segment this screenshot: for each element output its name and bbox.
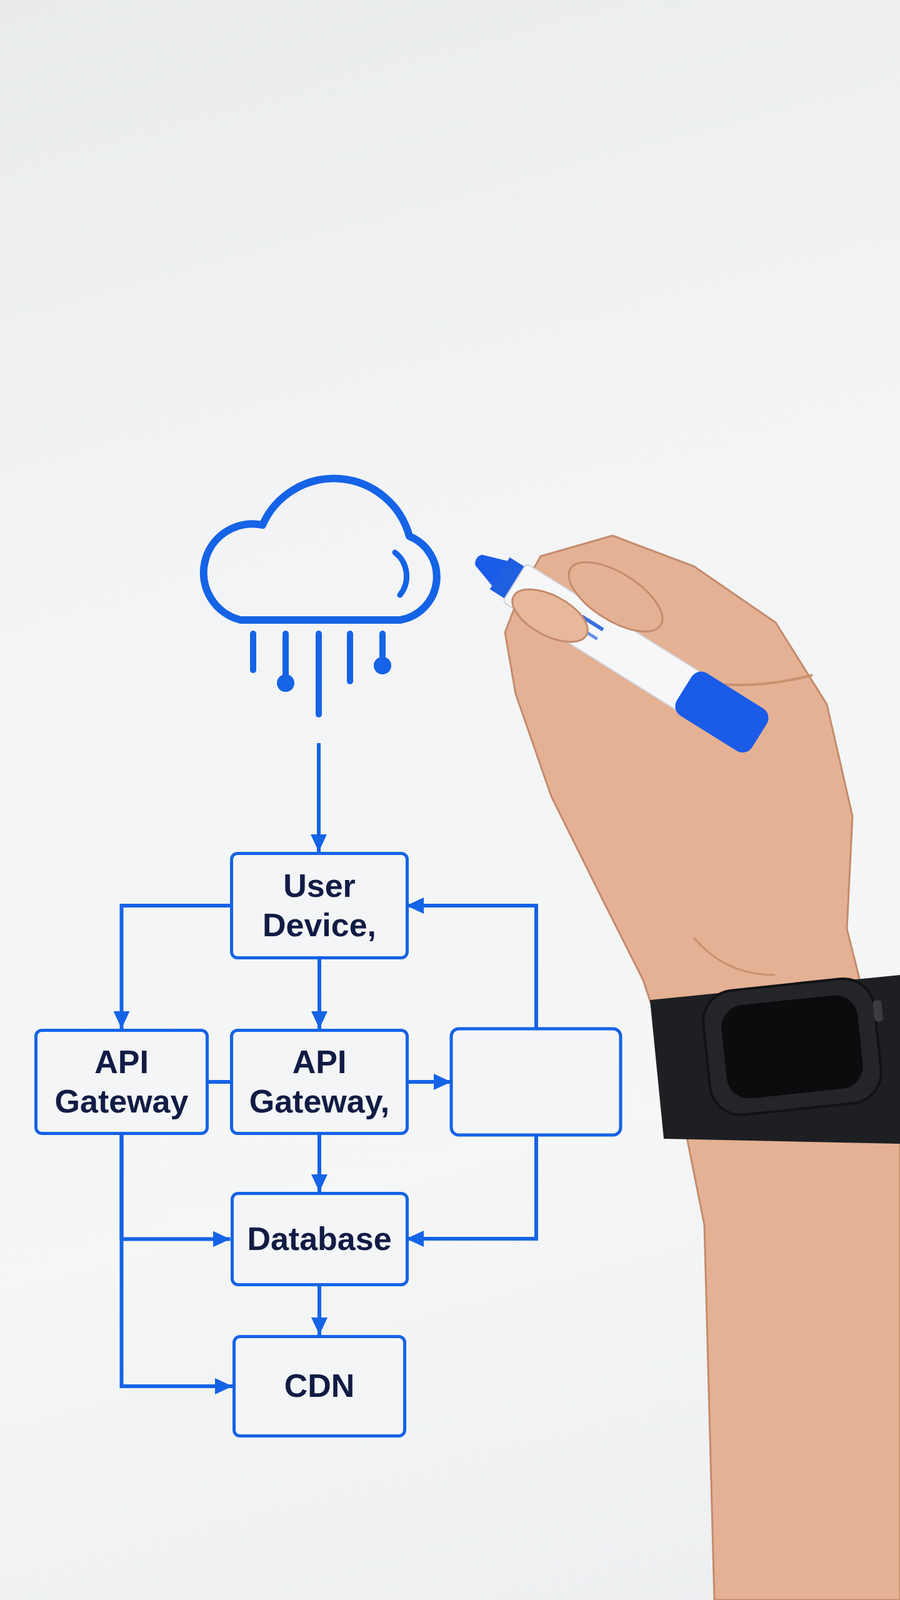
cloud-outline	[203, 478, 437, 620]
flow-arrow	[121, 1135, 234, 1387]
process-box: API Gateway	[34, 1028, 209, 1135]
hand	[505, 535, 900, 1600]
box-label: CDN	[284, 1366, 355, 1406]
drip-dot	[276, 674, 295, 692]
cloud-arrow	[316, 743, 321, 852]
empty-box	[451, 1028, 621, 1135]
flow-arrow	[317, 1286, 322, 1335]
box-label: User Device,	[244, 866, 395, 946]
cloud-drip	[250, 633, 257, 670]
flow-arrow	[121, 905, 231, 1029]
flow-arrow	[317, 1135, 322, 1192]
flow-arrow	[208, 1080, 230, 1084]
process-box: CDN	[232, 1335, 407, 1438]
cloud-drip	[346, 633, 354, 682]
drip-dot	[373, 656, 392, 675]
cloud-icon	[203, 478, 437, 715]
watch-screen	[719, 993, 865, 1101]
flow-arrow	[121, 1135, 231, 1240]
flow-arrow	[406, 905, 537, 1029]
watch-case	[700, 975, 884, 1119]
watch-strap	[650, 975, 900, 1144]
flow-arrow	[406, 1135, 537, 1239]
cloud-drip	[315, 633, 322, 715]
flow-arrow	[317, 959, 322, 1029]
process-box: API Gateway,	[230, 1028, 409, 1135]
thumb	[504, 578, 597, 653]
cloud-drip	[379, 633, 386, 657]
box-label: API Gateway,	[244, 1042, 395, 1122]
cloud-drip	[282, 633, 289, 675]
box-label: Database	[246, 1219, 392, 1259]
smart-watch	[700, 975, 892, 1119]
process-box: Database	[230, 1191, 409, 1287]
marker-pen	[463, 537, 773, 757]
cloud-highlight	[395, 552, 407, 595]
static-connectors	[318, 743, 537, 1239]
box-label: API Gateway	[48, 1042, 195, 1122]
skin-shade	[693, 937, 775, 975]
watch-crown	[872, 1000, 884, 1022]
flow-arrow	[406, 1080, 452, 1084]
process-box: User Device,	[230, 851, 409, 960]
marker-cap	[671, 667, 774, 757]
